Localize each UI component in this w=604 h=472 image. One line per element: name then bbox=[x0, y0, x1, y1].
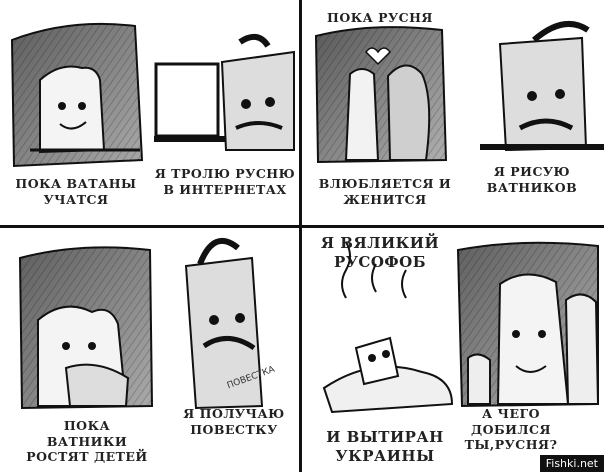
panel-top-left-drawing bbox=[10, 22, 295, 168]
wife-character bbox=[386, 64, 431, 161]
watermark: Fishki.net bbox=[539, 455, 604, 472]
flag-rug bbox=[322, 365, 454, 414]
panel-top-right: ПОКА РУСНЯ ВЛЮБЛЯЕТСЯ И ЖЕНИТСЯ Я РИСУЮ … bbox=[302, 0, 604, 225]
baby-character bbox=[64, 363, 130, 407]
panel-divider-horizontal bbox=[0, 225, 604, 228]
caption-bl-2: Я ПОЛУЧАЮ ПОВЕСТКУ bbox=[183, 406, 285, 437]
panel-bottom-left-drawing bbox=[18, 237, 264, 410]
artist-character bbox=[498, 36, 588, 152]
panel-divider-vertical bbox=[299, 0, 302, 472]
panel-top-left: ПОКА ВАТАНЫ УЧАТСЯ Я ТРОЛЮ РУСНЮ В ИНТЕР… bbox=[0, 0, 299, 225]
caption-tr-2: ВЛЮБЛЯЕТСЯ И ЖЕНИТСЯ bbox=[318, 176, 452, 207]
caption-br-3: А ЧЕГО ДОБИЛСЯ ТЫ,РУСНЯ? bbox=[464, 406, 558, 453]
heart-icon bbox=[365, 47, 391, 66]
panel-bottom-left: ПОВЕСТКА ПОКА ВАТНИКИ РОСТЯТ ДЕТЕЙ Я ПОЛ… bbox=[0, 228, 299, 472]
troll-character bbox=[220, 50, 295, 151]
caption-tr-3: Я РИСУЮ ВАТНИКОВ bbox=[486, 164, 578, 195]
caption-bl-1: ПОКА ВАТНИКИ РОСТЯТ ДЕТЕЙ bbox=[26, 418, 148, 465]
panel-top-right-drawing bbox=[314, 21, 604, 164]
husband-character bbox=[344, 68, 380, 161]
monitor-icon bbox=[154, 62, 220, 138]
family-child bbox=[467, 353, 491, 405]
family-father bbox=[496, 273, 570, 405]
vatan-character bbox=[39, 65, 106, 154]
caption-tr-1: ПОКА РУСНЯ bbox=[327, 10, 433, 25]
caption-tl-2: Я ТРОЛЮ РУСНЮ В ИНТЕРНЕТАХ bbox=[154, 166, 296, 197]
russophobe-character bbox=[354, 336, 400, 386]
steam-icon bbox=[341, 241, 351, 299]
notice-receiver-character bbox=[184, 256, 264, 410]
caption-br-2: И ВЫТИРАН УКРАИНЫ bbox=[326, 428, 444, 465]
caption-tl-1: ПОКА ВАТАНЫ УЧАТСЯ bbox=[15, 176, 137, 207]
panel-bottom-right: Я ВЯЛИКИЙ РУСОФОБ А ЧЕГО ДОБИЛСЯ ТЫ,РУСН… bbox=[302, 228, 604, 472]
caption-br-1: Я ВЯЛИКИЙ РУСОФОБ bbox=[320, 234, 440, 271]
family-mother bbox=[564, 293, 600, 405]
panel-bottom-right-drawing bbox=[322, 241, 600, 414]
